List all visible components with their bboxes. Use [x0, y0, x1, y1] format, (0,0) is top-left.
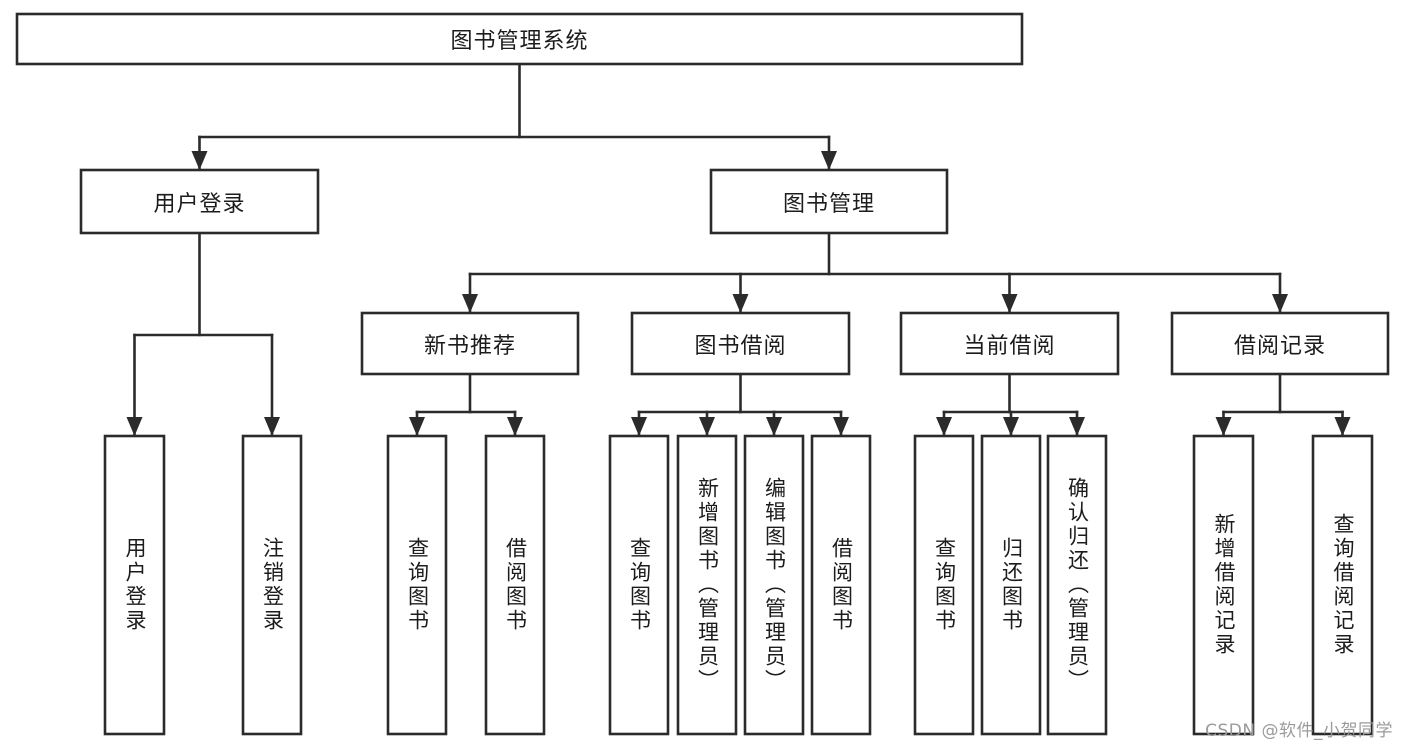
- node-level3-2-box[interactable]: [899, 311, 1120, 376]
- arrow-head-icon: [126, 417, 143, 436]
- node-leaf-5-box[interactable]: [676, 434, 738, 736]
- arrow-head-icon: [936, 417, 952, 436]
- node-leaf-2[interactable]: [386, 434, 448, 736]
- node-level2-1[interactable]: [709, 168, 949, 235]
- node-root-box[interactable]: [15, 12, 1024, 66]
- node-leaf-12-box[interactable]: [1311, 434, 1374, 736]
- arrow-head-icon: [699, 417, 715, 436]
- arrow-head-icon: [462, 294, 478, 313]
- arrow-head-icon: [507, 417, 523, 436]
- node-leaf-11[interactable]: [1192, 434, 1255, 736]
- arrow-head-icon: [191, 151, 208, 170]
- arrow-head-icon: [1334, 417, 1351, 436]
- node-level3-1-box[interactable]: [630, 311, 851, 376]
- node-leaf-1[interactable]: [241, 434, 303, 736]
- node-level3-3-box[interactable]: [1170, 311, 1390, 376]
- node-level2-0[interactable]: [79, 168, 320, 235]
- connector-layer: [126, 62, 1351, 438]
- arrow-head-icon: [264, 417, 280, 436]
- node-level3-2[interactable]: [899, 311, 1120, 376]
- arrow-head-icon: [631, 417, 647, 436]
- node-leaf-1-box[interactable]: [241, 434, 303, 736]
- node-leaf-8-box[interactable]: [913, 434, 975, 736]
- arrow-head-icon: [1001, 294, 1018, 313]
- node-leaf-6[interactable]: [743, 434, 805, 736]
- node-level3-1[interactable]: [630, 311, 851, 376]
- node-leaf-10-box[interactable]: [1046, 434, 1108, 736]
- node-root[interactable]: [15, 12, 1024, 66]
- node-leaf-11-box[interactable]: [1192, 434, 1255, 736]
- node-level3-0[interactable]: [360, 311, 580, 376]
- node-leaf-3[interactable]: [484, 434, 546, 736]
- node-leaf-12[interactable]: [1311, 434, 1374, 736]
- node-leaf-6-box[interactable]: [743, 434, 805, 736]
- node-leaf-0[interactable]: [103, 434, 166, 736]
- arrow-head-icon: [732, 294, 749, 313]
- arrow-head-icon: [1215, 417, 1232, 436]
- node-leaf-9[interactable]: [980, 434, 1042, 736]
- node-leaf-7-box[interactable]: [810, 434, 872, 736]
- node-leaf-5[interactable]: [676, 434, 738, 736]
- arrow-head-icon: [1272, 294, 1288, 313]
- arrow-head-icon: [1069, 417, 1085, 436]
- arrow-head-icon: [409, 417, 425, 436]
- node-leaf-9-box[interactable]: [980, 434, 1042, 736]
- node-leaf-10[interactable]: [1046, 434, 1108, 736]
- arrow-head-icon: [1003, 417, 1019, 436]
- node-level2-1-box[interactable]: [709, 168, 949, 235]
- node-leaf-0-box[interactable]: [103, 434, 166, 736]
- node-leaf-2-box[interactable]: [386, 434, 448, 736]
- watermark-text: CSDN @软件_小贺同学: [1205, 721, 1393, 741]
- node-level3-0-box[interactable]: [360, 311, 580, 376]
- arrow-head-icon: [821, 151, 837, 170]
- node-leaf-4-box[interactable]: [608, 434, 670, 736]
- arrow-head-icon: [833, 417, 849, 436]
- node-leaf-4[interactable]: [608, 434, 670, 736]
- node-leaf-7[interactable]: [810, 434, 872, 736]
- node-level3-3[interactable]: [1170, 311, 1390, 376]
- node-leaf-3-box[interactable]: [484, 434, 546, 736]
- node-leaf-8[interactable]: [913, 434, 975, 736]
- arrow-head-icon: [766, 417, 782, 436]
- node-level2-0-box[interactable]: [79, 168, 320, 235]
